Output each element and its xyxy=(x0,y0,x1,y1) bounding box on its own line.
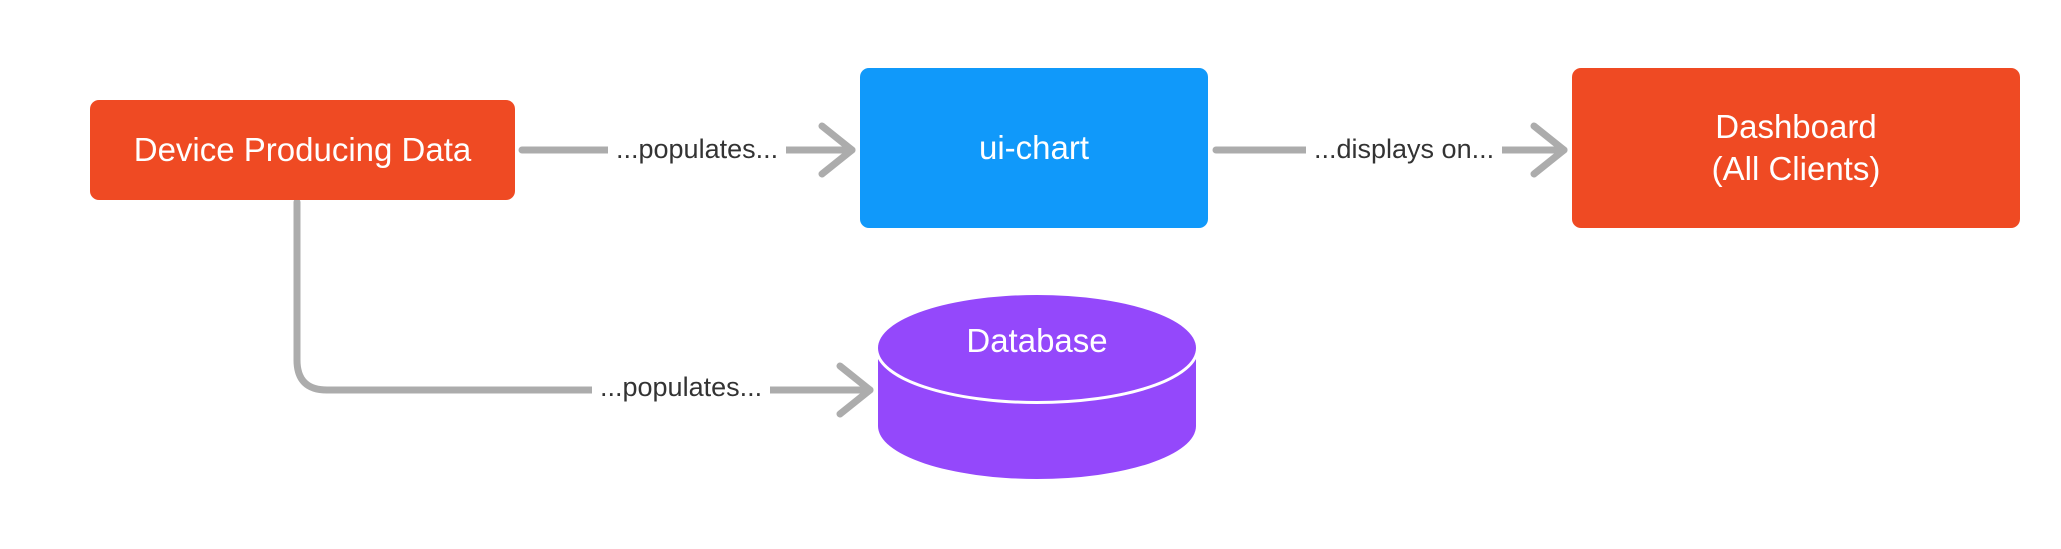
node-device-producing-data[interactable]: Device Producing Data xyxy=(90,100,515,200)
node-device-producing-data-label: Device Producing Data xyxy=(133,130,472,168)
node-dashboard[interactable]: Dashboard (All Clients) xyxy=(1572,68,2020,228)
node-ui-chart[interactable]: ui-chart xyxy=(860,68,1208,228)
arrowhead-device-to-uichart xyxy=(818,122,856,178)
edge-device-to-database xyxy=(293,198,874,418)
node-database[interactable]: Database xyxy=(875,295,1199,479)
arrowhead-uichart-to-dashboard xyxy=(1530,122,1568,178)
node-dashboard-label: Dashboard (All Clients) xyxy=(1711,107,1881,187)
database-cylinder-shape xyxy=(875,295,1199,479)
arrowhead-device-to-database xyxy=(836,362,874,418)
node-ui-chart-label: ui-chart xyxy=(978,128,1090,166)
edge-line-device-to-database xyxy=(293,198,874,394)
edge-label-uichart-to-dashboard: ...displays on... xyxy=(1306,133,1503,166)
edge-label-device-to-database: ...populates... xyxy=(592,371,771,404)
edge-label-device-to-uichart: ...populates... xyxy=(608,133,787,166)
cylinder-top-ellipse xyxy=(878,295,1196,401)
